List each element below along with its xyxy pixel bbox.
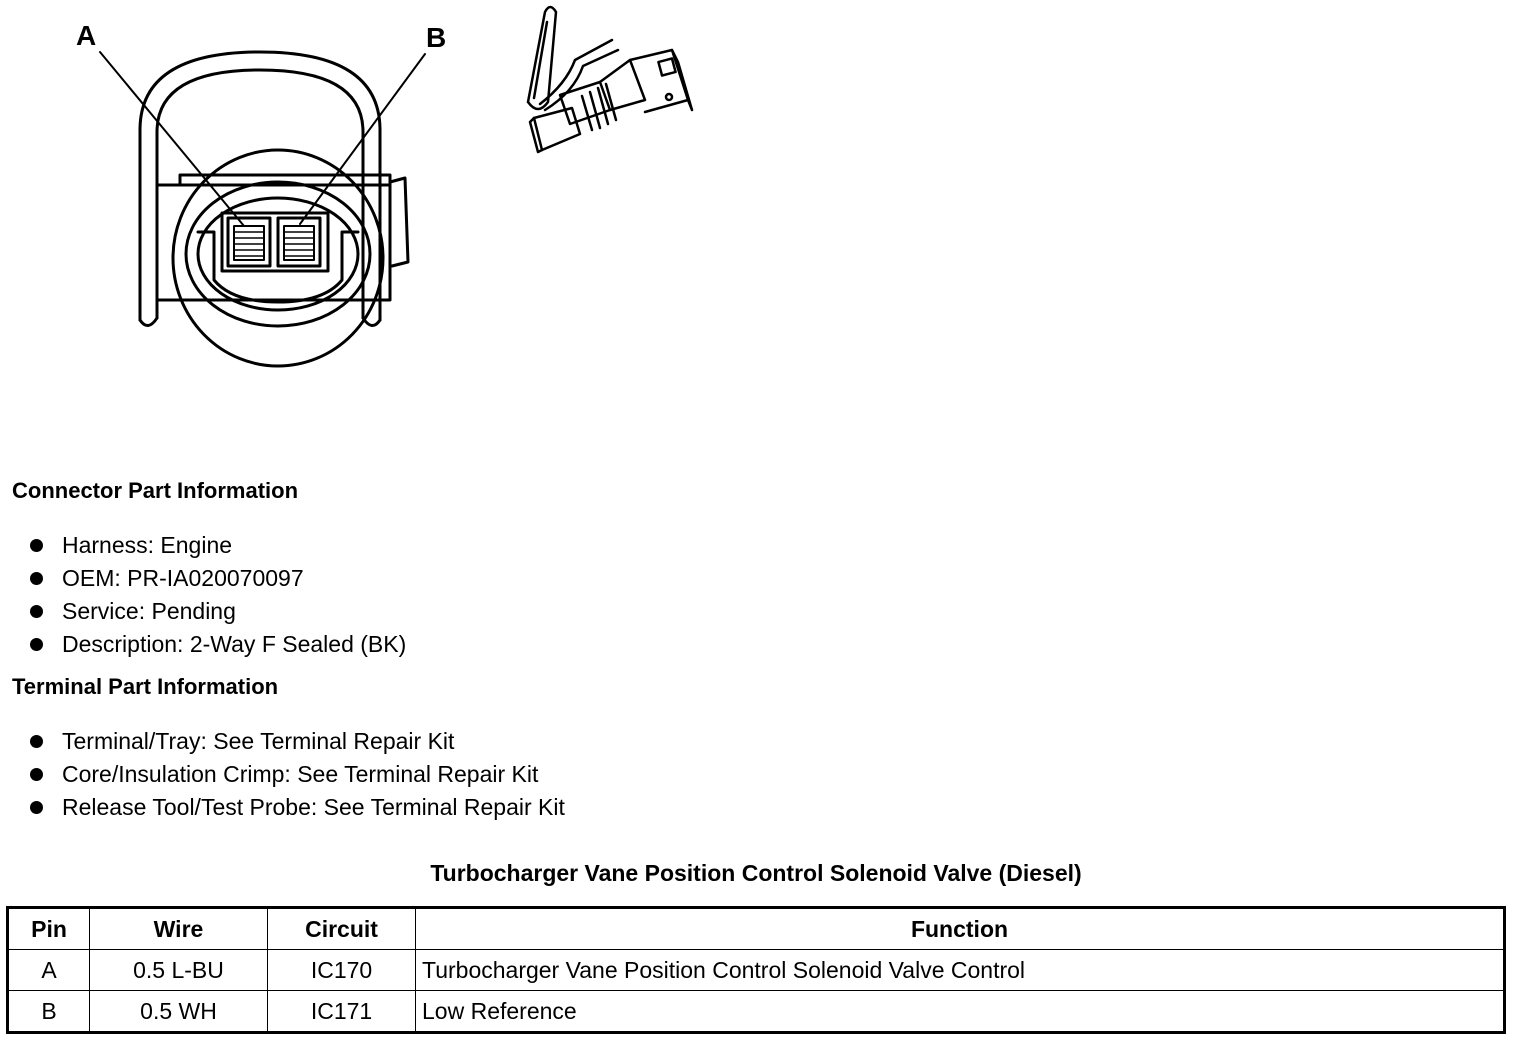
connector-info-list: Harness: Engine OEM: PR-IA020070097 Serv… (28, 529, 406, 661)
column-header-circuit: Circuit (267, 907, 416, 950)
list-item: OEM: PR-IA020070097 (28, 562, 406, 595)
pin-cell: A (7, 949, 90, 991)
bullet-icon (30, 605, 43, 618)
bullet-icon (30, 572, 43, 585)
list-item: Description: 2-Way F Sealed (BK) (28, 628, 406, 661)
circuit-cell: IC171 (267, 990, 416, 1033)
bullet-icon (30, 638, 43, 651)
bullet-icon (30, 801, 43, 814)
wire-cell: 0.5 L-BU (89, 949, 268, 991)
function-cell: Low Reference (415, 990, 1505, 1033)
bullet-icon (30, 539, 43, 552)
pin-table: Pin Wire Circuit Function A 0.5 L-BU IC1… (6, 906, 1506, 1034)
list-item: Release Tool/Test Probe: See Terminal Re… (28, 791, 565, 824)
pin-b-callout: B (426, 22, 447, 53)
bullet-icon (30, 735, 43, 748)
wire-cell: 0.5 WH (89, 990, 268, 1033)
bullet-icon (30, 768, 43, 781)
pin-a-callout: A (76, 20, 97, 51)
column-header-function: Function (415, 907, 1505, 950)
terminal-info-heading: Terminal Part Information (12, 674, 279, 699)
column-header-wire: Wire (89, 907, 268, 950)
list-item: Service: Pending (28, 595, 406, 628)
connector-body-view (526, 5, 694, 154)
list-item: Terminal/Tray: See Terminal Repair Kit (28, 725, 565, 758)
table-row: B 0.5 WH IC171 Low Reference (7, 990, 1505, 1033)
circuit-cell: IC170 (267, 949, 416, 991)
list-item: Harness: Engine (28, 529, 406, 562)
table-header-row: Pin Wire Circuit Function (7, 907, 1505, 950)
table-title: Turbocharger Vane Position Control Solen… (430, 860, 1082, 886)
connector-illustration (99, 5, 694, 368)
list-item: Core/Insulation Crimp: See Terminal Repa… (28, 758, 565, 791)
terminal-info-list: Terminal/Tray: See Terminal Repair Kit C… (28, 725, 565, 824)
connector-face-view (99, 50, 426, 368)
column-header-pin: Pin (7, 907, 90, 950)
table-row: A 0.5 L-BU IC170 Turbocharger Vane Posit… (7, 949, 1505, 991)
connector-info-heading: Connector Part Information (12, 478, 299, 503)
function-cell: Turbocharger Vane Position Control Solen… (415, 949, 1505, 991)
pin-cell: B (7, 990, 90, 1033)
